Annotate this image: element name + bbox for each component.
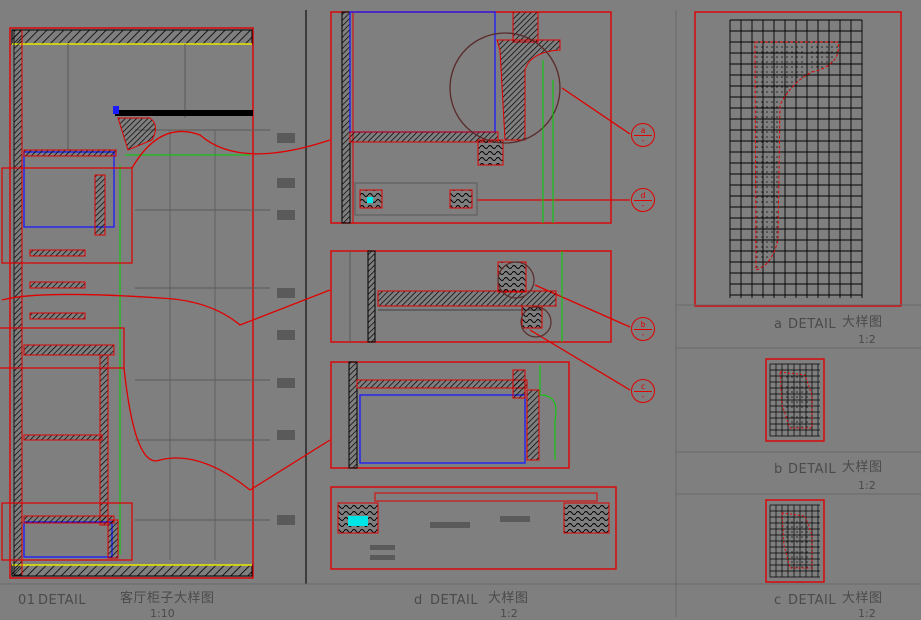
title-main-scale: 1:10 <box>150 607 175 620</box>
title-a-name: 大样图 <box>842 315 883 330</box>
title-main-number: 01 <box>18 593 36 608</box>
detail-c-drawing <box>330 361 570 469</box>
title-main-name: 客厅柜子大样图 <box>120 591 215 606</box>
title-b-detail: DETAIL <box>788 462 837 477</box>
detail-d-drawing <box>330 486 617 570</box>
title-c-detail: DETAIL <box>788 593 837 608</box>
callout-b[interactable]: b- <box>631 317 655 341</box>
title-b-scale: 1:2 <box>858 479 876 492</box>
title-d-scale: 1:2 <box>500 607 518 620</box>
title-b-number: b <box>774 462 783 477</box>
title-a-number: a <box>774 317 783 332</box>
callout-d[interactable]: d- <box>631 188 655 212</box>
main-cabinet-elevation <box>0 10 307 584</box>
title-c-name: 大样图 <box>842 591 883 606</box>
profile-grid-large <box>694 11 902 307</box>
title-d-detail: DETAIL <box>430 593 479 608</box>
title-b-name: 大样图 <box>842 460 883 475</box>
title-d-name: 大样图 <box>488 591 529 606</box>
title-c-number: c <box>774 593 782 608</box>
title-main-detail: DETAIL <box>38 593 87 608</box>
callout-c[interactable]: c- <box>631 379 655 403</box>
title-c-scale: 1:2 <box>858 607 876 620</box>
detail-leaders <box>1 87 631 491</box>
title-a-scale: 1:2 <box>858 333 876 346</box>
title-a-detail: DETAIL <box>788 317 837 332</box>
detail-b-drawing <box>330 250 612 343</box>
profile-grid-small-b <box>765 358 825 442</box>
profile-grid-small-c <box>765 499 825 583</box>
detail-a-drawing <box>330 11 612 224</box>
callout-a[interactable]: a- <box>631 123 655 147</box>
title-d-number: d <box>414 593 423 608</box>
